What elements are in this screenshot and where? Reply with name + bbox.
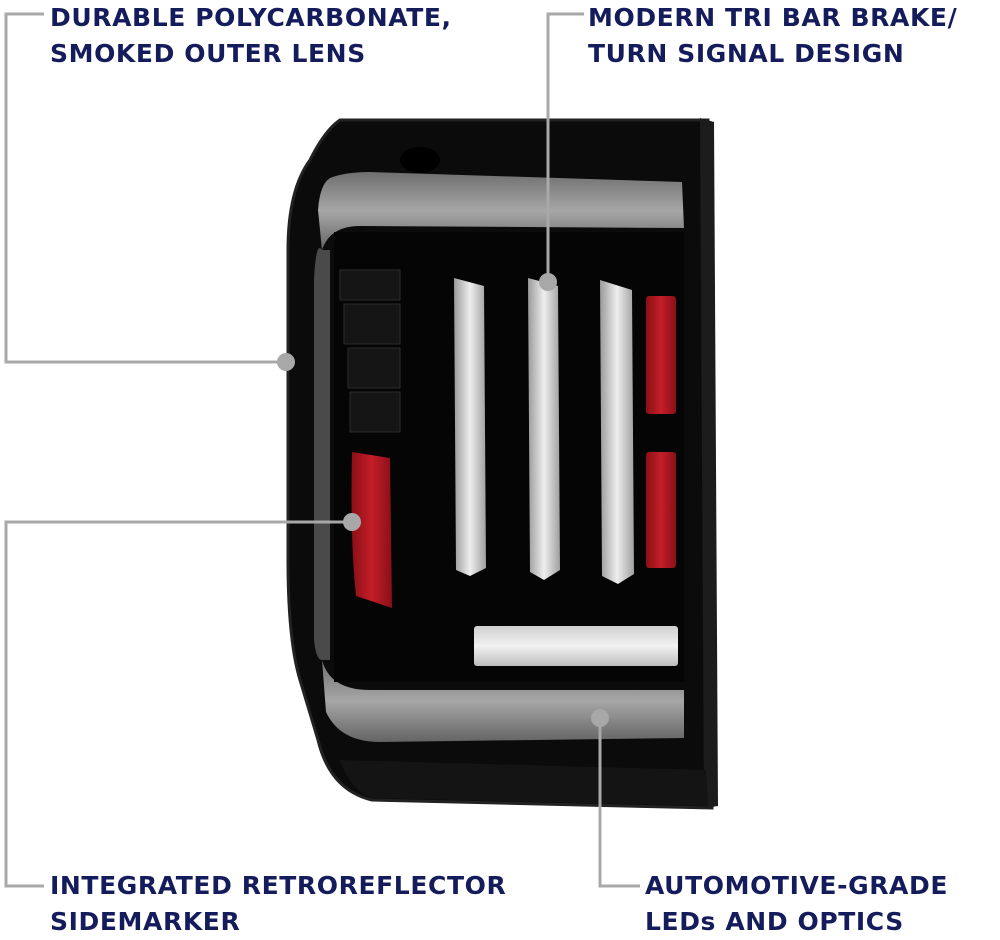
callout-leds-line2: LEDs AND OPTICS [645,907,904,936]
callout-dot-reflector [343,513,361,531]
callout-lens-line2: SMOKED OUTER LENS [50,39,366,68]
housing-edge [700,118,718,808]
tri-bar-1 [454,278,486,576]
red-segment-upper [646,296,676,414]
callout-line-leds [598,718,640,888]
reverse-light-bar [474,626,678,666]
callout-lens-label: DURABLE POLYCARBONATE, SMOKED OUTER LENS [50,0,452,72]
callout-tribar-label: MODERN TRI BAR BRAKE/ TURN SIGNAL DESIGN [588,0,957,72]
smoked-bar-top [318,172,684,250]
reflector-sidemarker [351,452,392,608]
tri-bar-3 [600,280,634,584]
callout-leds-label: AUTOMOTIVE-GRADE LEDs AND OPTICS [645,868,948,940]
callout-tribar-line2: TURN SIGNAL DESIGN [588,39,905,68]
callout-reflector-line1: INTEGRATED RETROREFLECTOR [50,871,507,900]
callout-lens-line1: DURABLE POLYCARBONATE, [50,3,452,32]
callout-dot-leds [591,709,609,727]
callout-dot-lens [277,353,295,371]
callout-line-tribar [546,12,584,282]
callout-reflector-label: INTEGRATED RETROREFLECTOR SIDEMARKER [50,868,506,940]
mount-hole [400,147,440,173]
callout-line-lens [4,12,286,364]
callout-tribar-line1: MODERN TRI BAR BRAKE/ [588,3,958,32]
tri-bar-2 [528,278,560,580]
callout-reflector-line2: SIDEMARKER [50,907,241,936]
smoked-bar-side [314,248,330,660]
housing-bottom-lip [340,760,708,806]
callout-leds-line1: AUTOMOTIVE-GRADE [645,871,949,900]
callout-line-reflector [4,520,352,888]
red-segment-lower [646,452,676,568]
callout-dot-tribar [539,273,557,291]
